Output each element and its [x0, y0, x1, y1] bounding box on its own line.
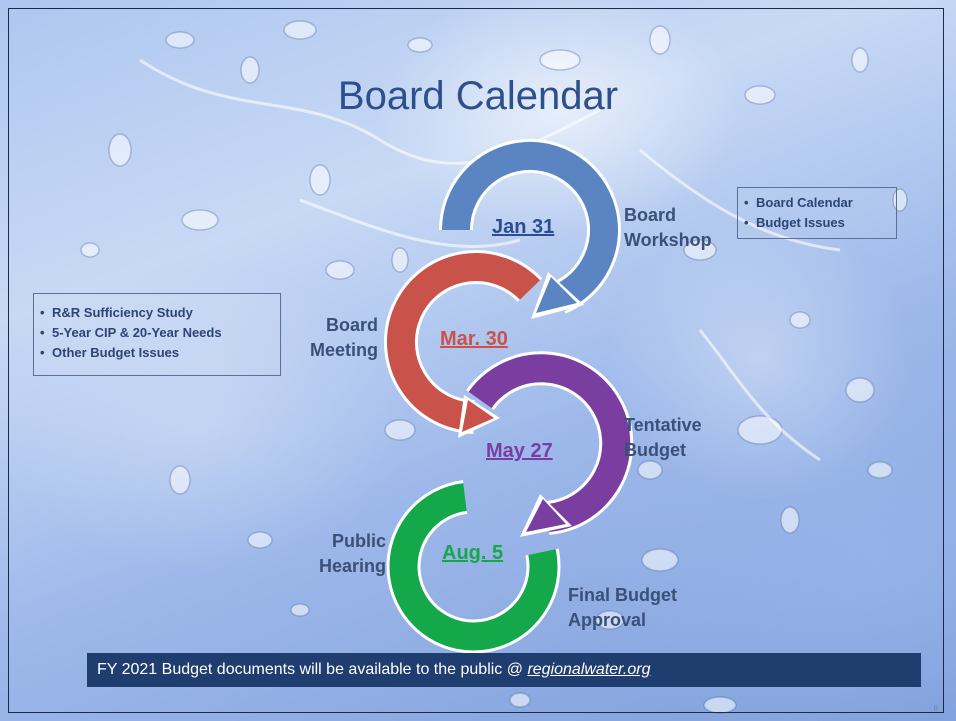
- label-line: Workshop: [624, 230, 712, 250]
- banner-text: FY 2021 Budget documents will be availab…: [97, 661, 528, 678]
- label-line: Board: [624, 205, 677, 225]
- label-public-hearing: Public Hearing: [318, 529, 386, 579]
- arc-may-27: [466, 351, 634, 537]
- topic-item: Budget Issues: [738, 213, 896, 233]
- label-tentative-budget: Tentative Budget: [624, 413, 702, 463]
- date-mar-30: Mar. 30: [440, 328, 508, 350]
- label-line: Board: [325, 315, 378, 335]
- topic-item: 5-Year CIP & 20-Year Needs: [34, 323, 280, 343]
- label-board-meeting: Board Meeting: [310, 313, 378, 363]
- website-link[interactable]: regionalwater.org: [527, 661, 651, 678]
- arc-aug-5: [386, 480, 561, 654]
- label-line: Public: [331, 531, 386, 551]
- topic-item: R&R Sufficiency Study: [34, 303, 280, 323]
- topic-item: Other Budget Issues: [34, 343, 280, 363]
- date-jan-31: Jan 31: [492, 216, 555, 238]
- label-line: Approval: [568, 610, 647, 630]
- slide-title: Board Calendar: [337, 74, 619, 118]
- label-line: Budget: [624, 440, 686, 460]
- label-board-workshop: Board Workshop: [624, 203, 712, 253]
- date-may-27: May 27: [486, 440, 553, 462]
- page-number: 6: [933, 704, 938, 713]
- arc-mar-30: [383, 250, 543, 438]
- label-line: Final Budget: [568, 585, 677, 605]
- label-line: Hearing: [318, 556, 386, 576]
- label-line: Meeting: [309, 340, 378, 360]
- left-topics-box: R&R Sufficiency Study 5-Year CIP & 20-Ye…: [33, 293, 281, 376]
- availability-banner: FY 2021 Budget documents will be availab…: [87, 653, 921, 687]
- arc-jan-31: [439, 138, 621, 319]
- right-topics-box: Board Calendar Budget Issues: [737, 187, 897, 239]
- label-final-budget-approval: Final Budget Approval: [568, 583, 677, 633]
- label-line: Tentative: [624, 415, 702, 435]
- topic-item: Board Calendar: [738, 193, 896, 213]
- date-aug-5: Aug. 5: [442, 542, 504, 564]
